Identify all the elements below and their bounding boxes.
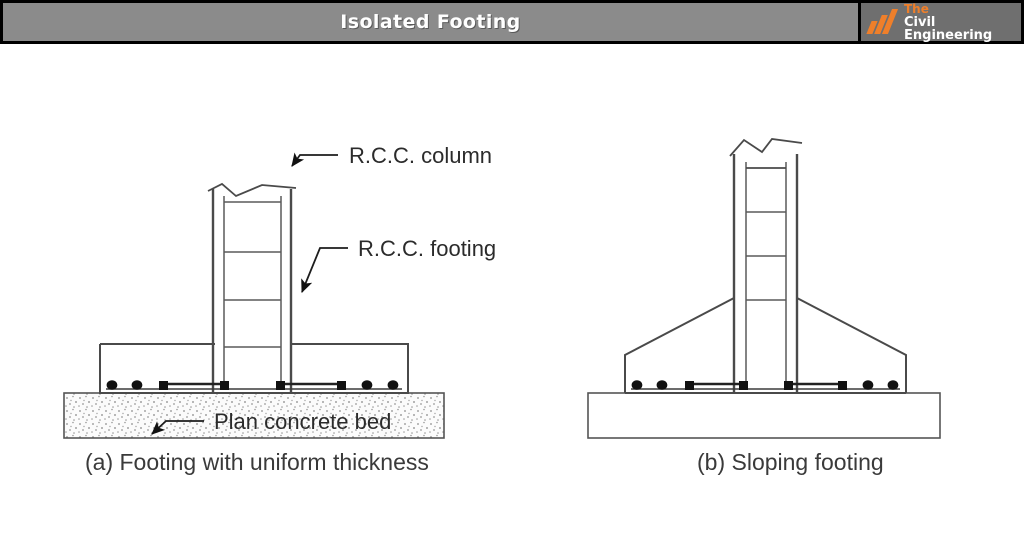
brand-text-group: The Civil Engineering [904,3,1021,42]
title-bar: Isolated Footing The Civil Engineering [0,0,1024,44]
annotation-rcc-column-label: R.C.C. column [349,143,492,168]
column-break-line-a [207,182,297,198]
slashes-logo-icon [866,8,901,36]
isolated-footing-drawing: R.C.C. column R.C.C. footing Plan concre… [63,138,941,475]
figure-a-uniform-footing: R.C.C. column R.C.C. footing Plan concre… [63,143,496,475]
plain-concrete-bed-a [63,392,445,439]
figure-b-caption: (b) Sloping footing [697,449,884,475]
footing-reinforcement-b [631,380,900,390]
annotation-rcc-column: R.C.C. column [291,143,492,168]
brand-top-word: The [904,1,929,16]
footing-slope-right-b [796,297,907,393]
annotation-rcc-footing-label: R.C.C. footing [358,236,496,261]
figure-b-sloping-footing: (b) Sloping footing [587,138,941,475]
annotation-plain-concrete-bed-label: Plan concrete bed [214,409,391,434]
annotation-rcc-footing: R.C.C. footing [301,236,496,293]
diagram-canvas: R.C.C. column R.C.C. footing Plan concre… [0,44,1024,536]
footing-slope-left-b [624,297,735,393]
footing-reinforcement-a [106,380,402,390]
page-title: Isolated Footing [340,11,521,33]
figure-a-caption: (a) Footing with uniform thickness [85,449,429,475]
title-bar-center: Isolated Footing [3,3,861,41]
brand-logo[interactable]: The Civil Engineering [861,3,1021,42]
column-ties-b [746,167,786,301]
column-ties-a [224,201,281,348]
brand-name: Civil Engineering [904,14,993,43]
annotation-plain-concrete-bed: Plan concrete bed [151,409,391,435]
column-break-line-b [729,138,803,157]
plain-concrete-bed-b [587,392,941,439]
